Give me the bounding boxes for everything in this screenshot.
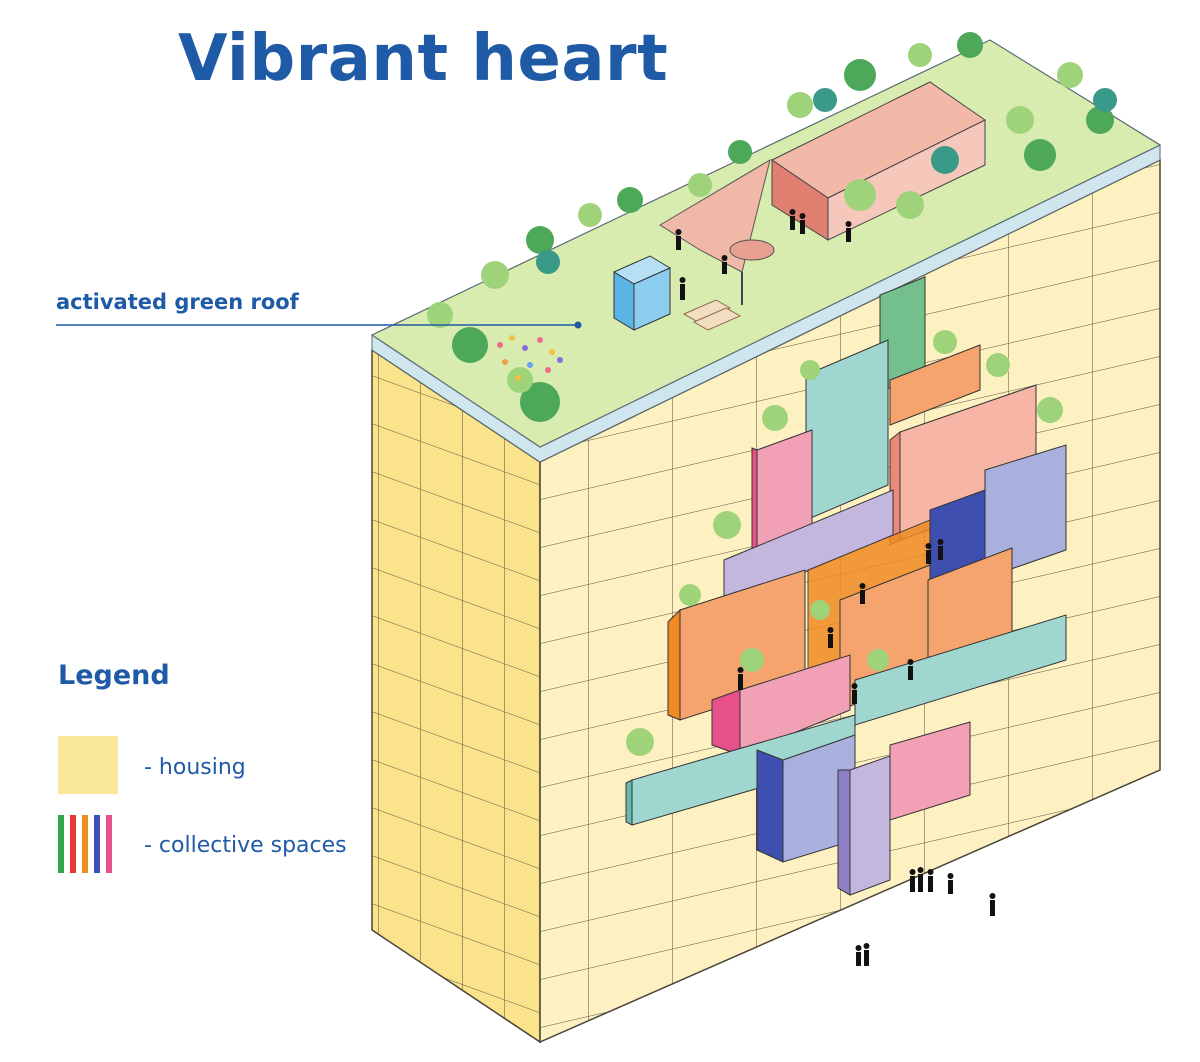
- planters: [626, 330, 1063, 756]
- people: [737, 539, 996, 966]
- picnic-table: [682, 299, 742, 331]
- roof-annotation-dot: [574, 321, 582, 329]
- fire-pit: [729, 239, 775, 261]
- flower-meadow: [497, 335, 563, 381]
- legend-swatch-collective: [58, 815, 112, 873]
- legend-heading: Legend: [58, 660, 170, 691]
- page-title: Vibrant heart: [178, 22, 669, 96]
- rooftop-people: [675, 209, 852, 300]
- legend-item-housing: - housing: [144, 755, 246, 780]
- rooftop-storage-box: [612, 255, 672, 331]
- building-side-face: [371, 348, 541, 1044]
- rooftop-trees: [427, 32, 1117, 422]
- green-roof-label: activated green roof: [56, 290, 299, 314]
- legend-swatch-housing: [58, 736, 118, 794]
- collective-spaces: [625, 276, 1067, 896]
- legend-item-collective-spaces: - collective spaces: [144, 833, 347, 858]
